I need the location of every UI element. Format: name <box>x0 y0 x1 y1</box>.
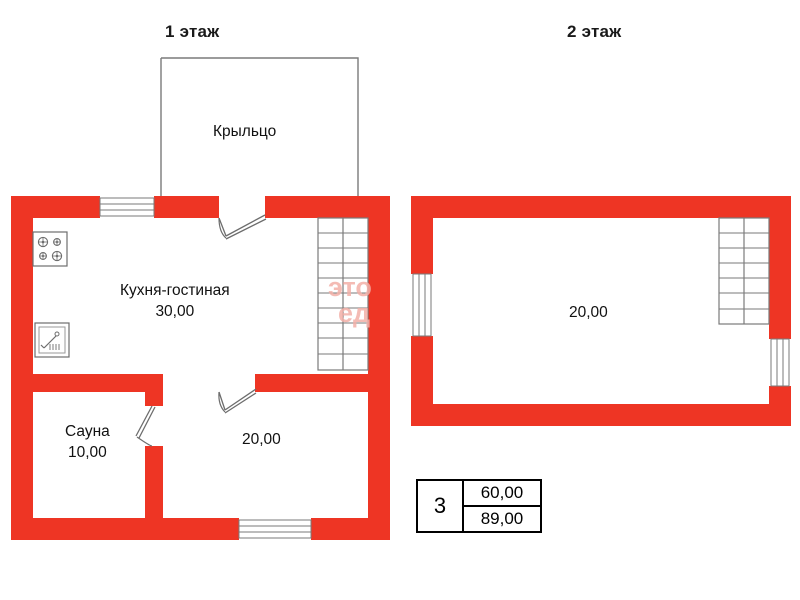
floor2-walls <box>411 196 791 426</box>
area-summary-table: 3 60,00 89,00 <box>416 479 542 533</box>
floor1-walls <box>11 196 390 540</box>
sauna-door-swing <box>135 405 156 447</box>
staircase-floor1 <box>317 217 369 371</box>
room-name-sauna: Сауна <box>65 423 110 440</box>
room-area-sauna: 10,00 <box>67 443 107 461</box>
window-top-floor1 <box>99 197 155 217</box>
porch-outline <box>160 57 359 196</box>
room-area-room20-floor1: 20,00 <box>242 431 281 448</box>
porch-label: Крыльцо <box>213 123 277 140</box>
entrance-door-swing <box>218 214 267 240</box>
room-area-room20-floor2: 20,00 <box>569 304 608 321</box>
room-label-room20-floor1: 20,00 <box>242 430 281 451</box>
interior-door-swing-livingroom <box>218 388 257 414</box>
room-label-sauna: Сауна 10,00 <box>65 422 110 464</box>
areas-column: 60,00 89,00 <box>464 481 540 531</box>
window-left-floor2 <box>412 273 432 337</box>
room-label-room20-floor2: 20,00 <box>569 303 608 324</box>
room-name-kitchen-living: Кухня-гостиная <box>120 282 230 299</box>
floor1-title: 1 этаж <box>165 22 220 41</box>
room-area-kitchen-living: 30,00 <box>155 302 195 320</box>
staircase-floor2 <box>718 217 770 325</box>
stove-icon <box>32 231 68 267</box>
room-label-kitchen-living: Кухня-гостиная 30,00 <box>120 281 230 323</box>
rooms-count-cell: 3 <box>418 481 464 531</box>
boiler-icon <box>34 322 70 358</box>
total-area-cell: 89,00 <box>480 509 524 528</box>
living-area-cell: 60,00 <box>464 481 540 507</box>
floor2-title: 2 этаж <box>567 22 622 41</box>
window-right-floor2 <box>770 338 790 387</box>
window-bottom-floor1 <box>238 519 312 539</box>
